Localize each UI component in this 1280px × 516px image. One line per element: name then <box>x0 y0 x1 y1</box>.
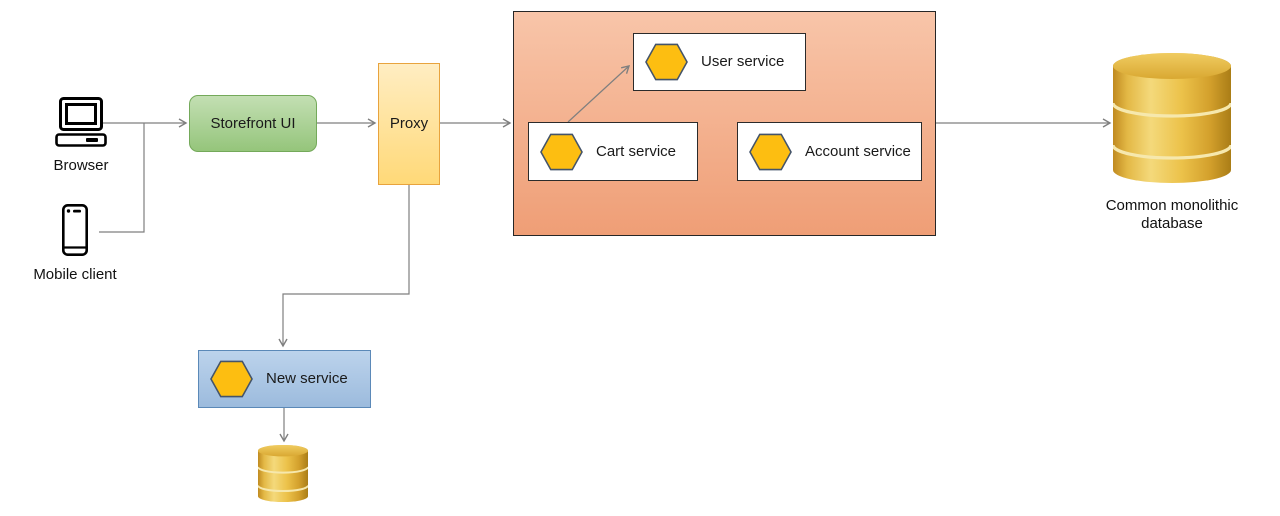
monolithic-database-label-line1: Common monolithic <box>1105 197 1239 214</box>
monolithic-database-label: Common monolithic database <box>1072 197 1272 233</box>
cart-service-node: Cart service <box>528 122 698 181</box>
proxy-node: Proxy <box>378 63 440 185</box>
hexagon-icon <box>540 133 583 170</box>
hexagon-icon <box>749 133 792 170</box>
browser-label: Browser <box>53 157 109 174</box>
user-service-label: User service <box>701 53 785 71</box>
edge-proxy-to-new-service <box>278 185 410 348</box>
cart-service-label: Cart service <box>596 142 677 160</box>
desktop-computer-icon <box>55 97 107 147</box>
smartphone-icon <box>62 204 88 256</box>
new-service-database-icon <box>258 445 308 502</box>
storefront-ui-label: Storefront UI <box>210 114 296 132</box>
account-service-node: Account service <box>737 122 922 181</box>
proxy-label: Proxy <box>389 115 429 133</box>
user-service-node: User service <box>633 33 806 91</box>
hexagon-icon <box>645 43 688 81</box>
monolithic-database-label-line2: database <box>1141 215 1203 232</box>
new-service-node: New service <box>198 350 371 408</box>
account-service-label: Account service <box>805 142 911 160</box>
hexagon-icon <box>210 360 253 398</box>
new-service-label: New service <box>266 370 348 388</box>
mobile-client-label: Mobile client <box>33 266 117 283</box>
monolithic-database-icon <box>1113 53 1231 183</box>
storefront-ui-node: Storefront UI <box>189 95 317 152</box>
